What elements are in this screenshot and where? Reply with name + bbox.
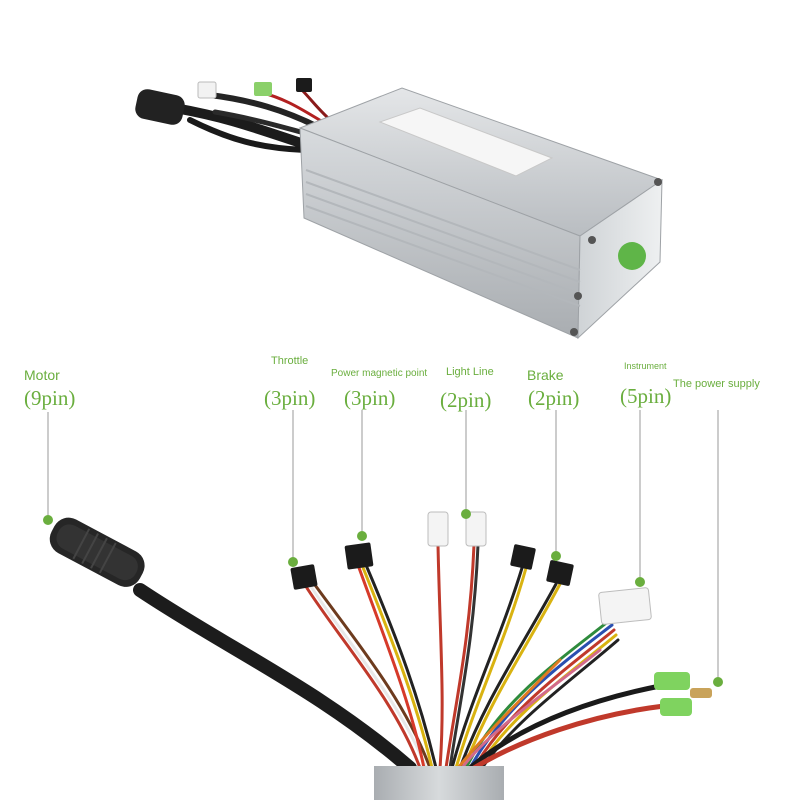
harness-connectors <box>49 511 712 800</box>
light-wire-1 <box>436 543 444 770</box>
brake-connector-1 <box>510 544 536 570</box>
motor-cable <box>133 583 417 775</box>
marker-dot <box>288 557 298 567</box>
light-wire-3 <box>448 543 480 770</box>
light-connector-2 <box>465 511 487 547</box>
pmp-wire-yellow <box>360 563 434 770</box>
controller-cable-bundle <box>170 86 337 153</box>
top-motor-plug <box>135 89 185 125</box>
instrument-pins: (5pin) <box>620 384 672 408</box>
power-magnetic-point-label: Power magnetic point <box>331 368 428 379</box>
power-terminal-2 <box>660 698 692 716</box>
screw-icon <box>654 178 662 186</box>
marker-dot <box>551 551 561 561</box>
brake-connector-2 <box>546 560 574 586</box>
controller-logo-badge <box>618 242 646 270</box>
marker-dot <box>713 677 723 687</box>
power-magnetic-point-pins: (3pin) <box>344 386 396 410</box>
pmp-connector <box>344 542 374 570</box>
callout-markers <box>43 509 723 687</box>
motor-pins: (9pin) <box>24 386 76 410</box>
throttle-connector <box>290 564 318 590</box>
brake-wire-2 <box>454 566 528 770</box>
controller-housing-bottom <box>374 766 504 800</box>
top-connector-black <box>296 78 312 92</box>
throttle-wire-white <box>308 583 428 770</box>
throttle-pins: (3pin) <box>264 386 316 410</box>
brake-pins: (2pin) <box>528 386 580 410</box>
marker-dot <box>635 577 645 587</box>
instrument-wire-blue <box>468 623 614 770</box>
callout-lines <box>47 410 719 682</box>
controller-label-sticker <box>378 107 554 177</box>
top-connector-green <box>254 82 272 96</box>
wire-harness <box>133 543 667 775</box>
wire-pink <box>460 648 602 770</box>
marker-dot <box>357 531 367 541</box>
motor-plug <box>49 517 145 587</box>
top-connector-white <box>197 81 217 99</box>
screw-icon <box>574 292 582 300</box>
screw-icon <box>588 236 596 244</box>
brake-wire-3 <box>458 582 558 770</box>
light-line-label: Light Line <box>446 366 494 378</box>
power-wire-red <box>471 703 667 771</box>
pmp-wire-red <box>356 563 426 770</box>
power-supply-label: The power supply <box>673 378 760 390</box>
throttle-wire-red <box>303 583 422 770</box>
instrument-label: Instrument <box>624 361 667 371</box>
controller-box <box>135 78 664 340</box>
light-wire-2 <box>444 543 476 770</box>
brake-label: Brake <box>527 367 564 383</box>
pmp-wire-black <box>364 563 438 770</box>
instrument-connector <box>598 587 652 625</box>
screw-icon <box>570 328 578 336</box>
power-terminal-1 <box>654 672 690 690</box>
light-line-pins: (2pin) <box>440 388 492 412</box>
marker-dot <box>43 515 53 525</box>
instrument-wire-red <box>472 628 616 770</box>
brake-wire-4 <box>462 582 562 770</box>
power-terminal-tip <box>690 688 712 698</box>
power-wire-black <box>467 683 663 771</box>
marker-dot <box>461 509 471 519</box>
throttle-label: Throttle <box>271 355 309 367</box>
brake-wire-1 <box>450 566 524 770</box>
motor-label: Motor <box>24 367 60 383</box>
wire-orange <box>456 658 562 770</box>
light-connector-1 <box>427 511 449 547</box>
